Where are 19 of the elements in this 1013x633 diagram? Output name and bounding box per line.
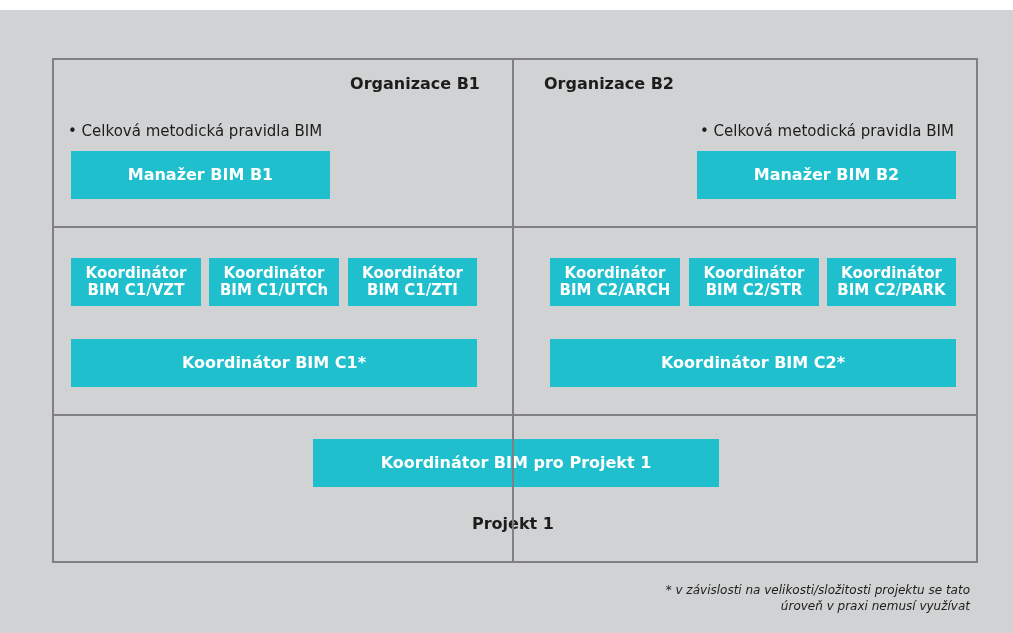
role-box: Manažer BIM B1 xyxy=(71,151,330,199)
role-box: Koordinátor BIM C2/STR xyxy=(689,258,819,306)
role-box: Koordinátor BIM C2* xyxy=(550,339,956,387)
section-heading: Organizace B2 xyxy=(544,74,674,93)
role-box: Koordinátor BIM C1/UTCh xyxy=(209,258,339,306)
role-box: Koordinátor BIM C1* xyxy=(71,339,477,387)
section-panel xyxy=(512,58,978,228)
section-panel xyxy=(52,58,514,228)
role-box: Koordinátor BIM C2/PARK xyxy=(827,258,956,306)
role-box: Koordinátor BIM C1/ZTI xyxy=(348,258,477,306)
section-heading: Projekt 1 xyxy=(472,514,554,533)
bullet-item: • Celková metodická pravidla BIM xyxy=(68,122,323,140)
footnote: * v závislosti na velikosti/složitosti projektu se tato úroveň v praxi nemusí využívat xyxy=(664,582,970,614)
role-box: Manažer BIM B2 xyxy=(697,151,956,199)
section-panel xyxy=(52,414,978,563)
role-box: Koordinátor BIM C1/VZT xyxy=(71,258,201,306)
section-heading: Organizace B1 xyxy=(350,74,480,93)
bullet-item: • Celková metodická pravidla BIM xyxy=(699,122,954,140)
role-box: Koordinátor BIM C2/ARCH xyxy=(550,258,680,306)
